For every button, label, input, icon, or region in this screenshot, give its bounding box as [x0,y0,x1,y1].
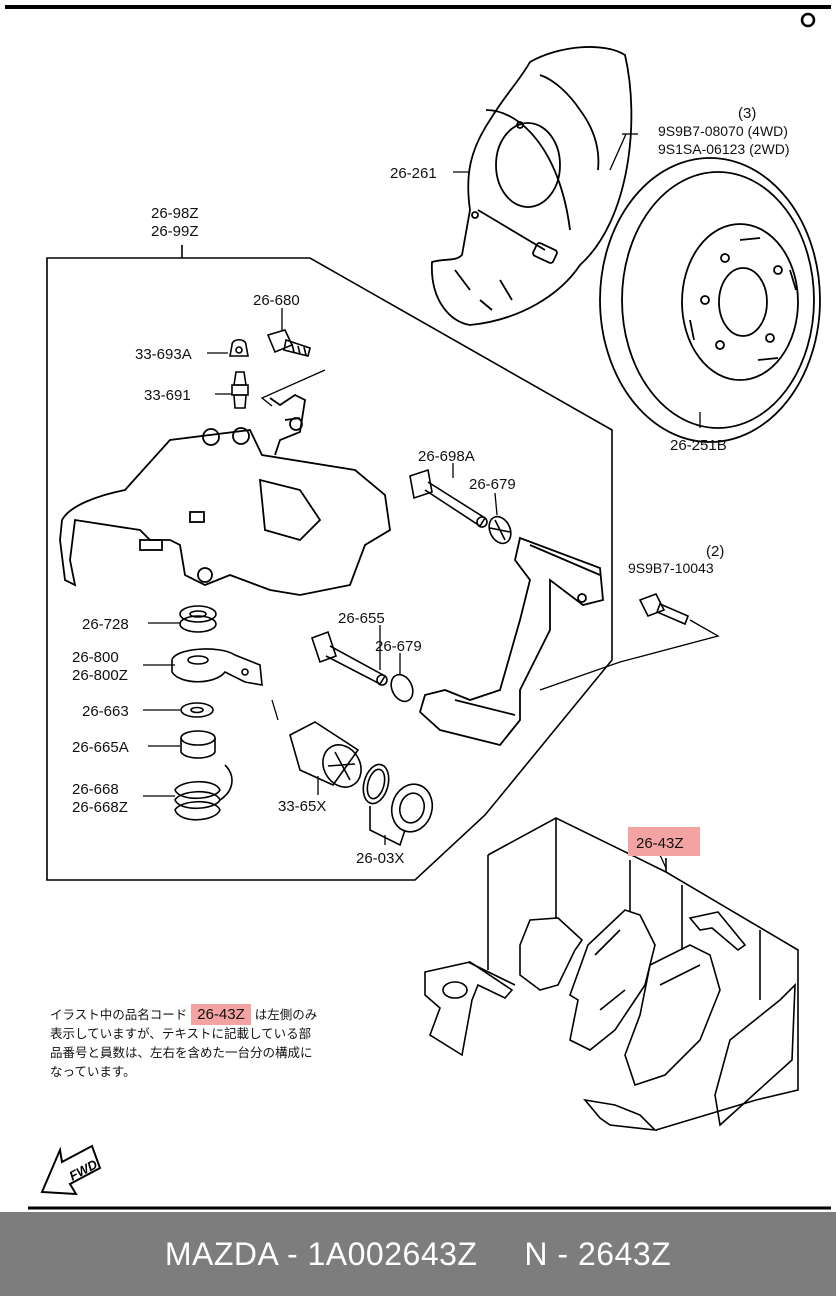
label-bolt-qty: (2) [706,543,724,560]
label-rotor-bolt-4wd: 9S9B7-08070 (4WD) [658,123,788,139]
bolt-26-680 [266,329,311,357]
cap-33-693A [229,338,249,357]
washer-26-663 [180,702,214,718]
note-line1-suffix: は左側のみ [254,1007,318,1022]
label-caliper-a: 26-98Z [151,205,199,222]
label-spring-668z: 26-668Z [72,799,128,816]
label-rotor: 26-251B [670,437,727,454]
note-line-2: 表示していますが、テキストに記載している部 [50,1026,312,1041]
spring-26-668 [174,764,233,821]
label-plate-800z: 26-800Z [72,667,128,684]
label-caliper-b: 26-99Z [151,223,199,240]
label-rotor-bolt-2wd: 9S1SA-06123 (2WD) [658,141,790,157]
note-line-3: 品番号と員数は、左右を含めた一台分の構成に [50,1045,313,1060]
label-piston: 33-65X [278,798,326,815]
footer-text: MAZDA - 1A002643Z N - 2643Z [164,1235,672,1272]
leader-10043 [539,619,720,691]
bleeder-33-691 [231,371,249,409]
dust-shield [431,46,633,326]
label-pin-655: 26-655 [338,610,385,627]
label-boot-679-a: 26-679 [469,476,516,493]
leader-lines [143,133,701,869]
note-prefix: イラスト中の品名コード [50,1007,188,1022]
label-washer-728: 26-728 [82,616,129,633]
caliper-bracket [418,536,604,747]
label-rotor-qty: (3) [738,105,756,122]
label-plate-800: 26-800 [72,649,119,666]
label-cap-693a: 33-693A [135,346,192,363]
slide-pin-26-698A [409,468,488,528]
parts-note: イラスト中の品名コード 26-43Z は左側のみ 表示していますが、テキストに記… [50,1004,380,1081]
leader-680 [260,369,326,407]
label-pin-698a: 26-698A [418,448,475,465]
plate-26-800 [171,648,263,686]
boot-26-679-a [488,515,512,545]
label-shield: 26-261 [390,165,437,182]
label-bleeder-691: 33-691 [144,387,191,404]
boot-26-679-b [390,673,414,703]
label-pads: 26-43Z [636,835,684,852]
brake-rotor [599,12,821,443]
note-line-1: イラスト中の品名コード 26-43Z は左側のみ [50,1004,380,1025]
label-washer-663: 26-663 [82,703,129,720]
note-line-4: なっています。 [50,1064,136,1079]
highlight-pads [628,827,700,856]
footer-bar: MAZDA - 1A002643Z N - 2643Z [0,1212,836,1296]
slide-pin-26-655 [310,630,388,686]
caliper-outline [46,257,613,881]
caliper-body [59,393,391,596]
brake-diagram: 26-261 (3) 9S9B7-08070 (4WD) 9S1SA-06123… [5,5,831,1210]
label-nut-665a: 26-665A [72,739,129,756]
label-bolt-680: 26-680 [253,292,300,309]
note-highlight: 26-43Z [191,1004,251,1025]
fwd-label: FWD [67,1156,101,1183]
fwd-arrow-icon: FWD [40,1144,102,1196]
label-bolt-10043: 9S9B7-10043 [628,560,714,576]
label-boot-679-b: 26-679 [375,638,422,655]
label-seal-kit: 26-03X [356,850,404,867]
nut-26-665A [180,730,216,759]
brake-pads [424,817,799,1132]
piston-33-65X [289,721,362,788]
washer-26-728 [179,605,217,633]
bolt-9S9B7-10043 [638,592,690,626]
seal-kit-26-03X [362,763,434,847]
label-spring-668: 26-668 [72,781,119,798]
